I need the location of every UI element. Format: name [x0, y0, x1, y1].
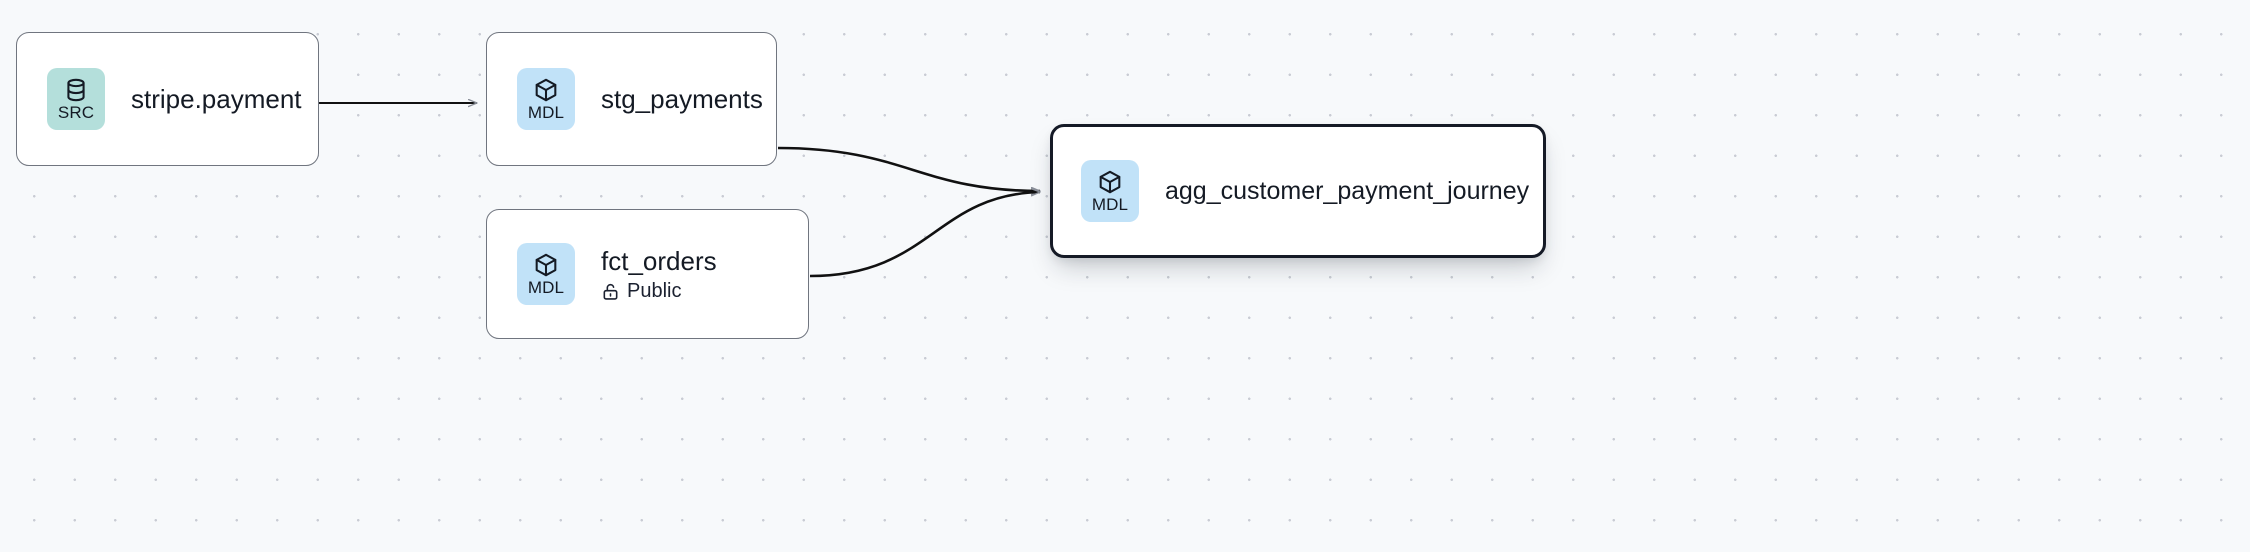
node-title: stg_payments — [601, 84, 763, 114]
database-icon — [63, 77, 89, 103]
source-badge: SRC — [47, 68, 105, 130]
badge-label: MDL — [527, 103, 565, 122]
cube-icon — [533, 77, 559, 103]
node-text-group: fct_orders Public — [601, 246, 717, 302]
cube-icon — [1097, 169, 1123, 195]
node-title: stripe.payment — [131, 84, 302, 114]
model-badge: MDL — [1081, 160, 1139, 222]
node-title: fct_orders — [601, 246, 717, 276]
badge-label: MDL — [1091, 195, 1129, 214]
visibility-label: Public — [627, 280, 682, 302]
cube-icon — [533, 252, 559, 278]
model-badge: MDL — [517, 243, 575, 305]
edge-fct-orders-to-agg-customer — [809, 192, 1040, 278]
node-title: agg_customer_payment_journey — [1165, 177, 1530, 205]
model-badge: MDL — [517, 68, 575, 130]
visibility-badge: Public — [601, 280, 717, 302]
badge-label: MDL — [527, 278, 565, 297]
node-text-group: stg_payments — [601, 84, 763, 114]
node-stg-payments[interactable]: MDL stg_payments — [486, 32, 777, 166]
node-agg-customer-payment-journey[interactable]: MDL agg_customer_payment_journey — [1050, 124, 1546, 258]
node-fct-orders[interactable]: MDL fct_orders Public — [486, 209, 809, 339]
unlock-icon — [601, 282, 620, 301]
node-stripe-payment[interactable]: SRC stripe.payment — [16, 32, 319, 166]
edge-stg-payments-to-agg-customer — [777, 146, 1040, 191]
node-text-group: agg_customer_payment_journey — [1165, 176, 1529, 206]
badge-label: SRC — [57, 103, 95, 122]
node-text-group: stripe.payment — [131, 84, 302, 114]
